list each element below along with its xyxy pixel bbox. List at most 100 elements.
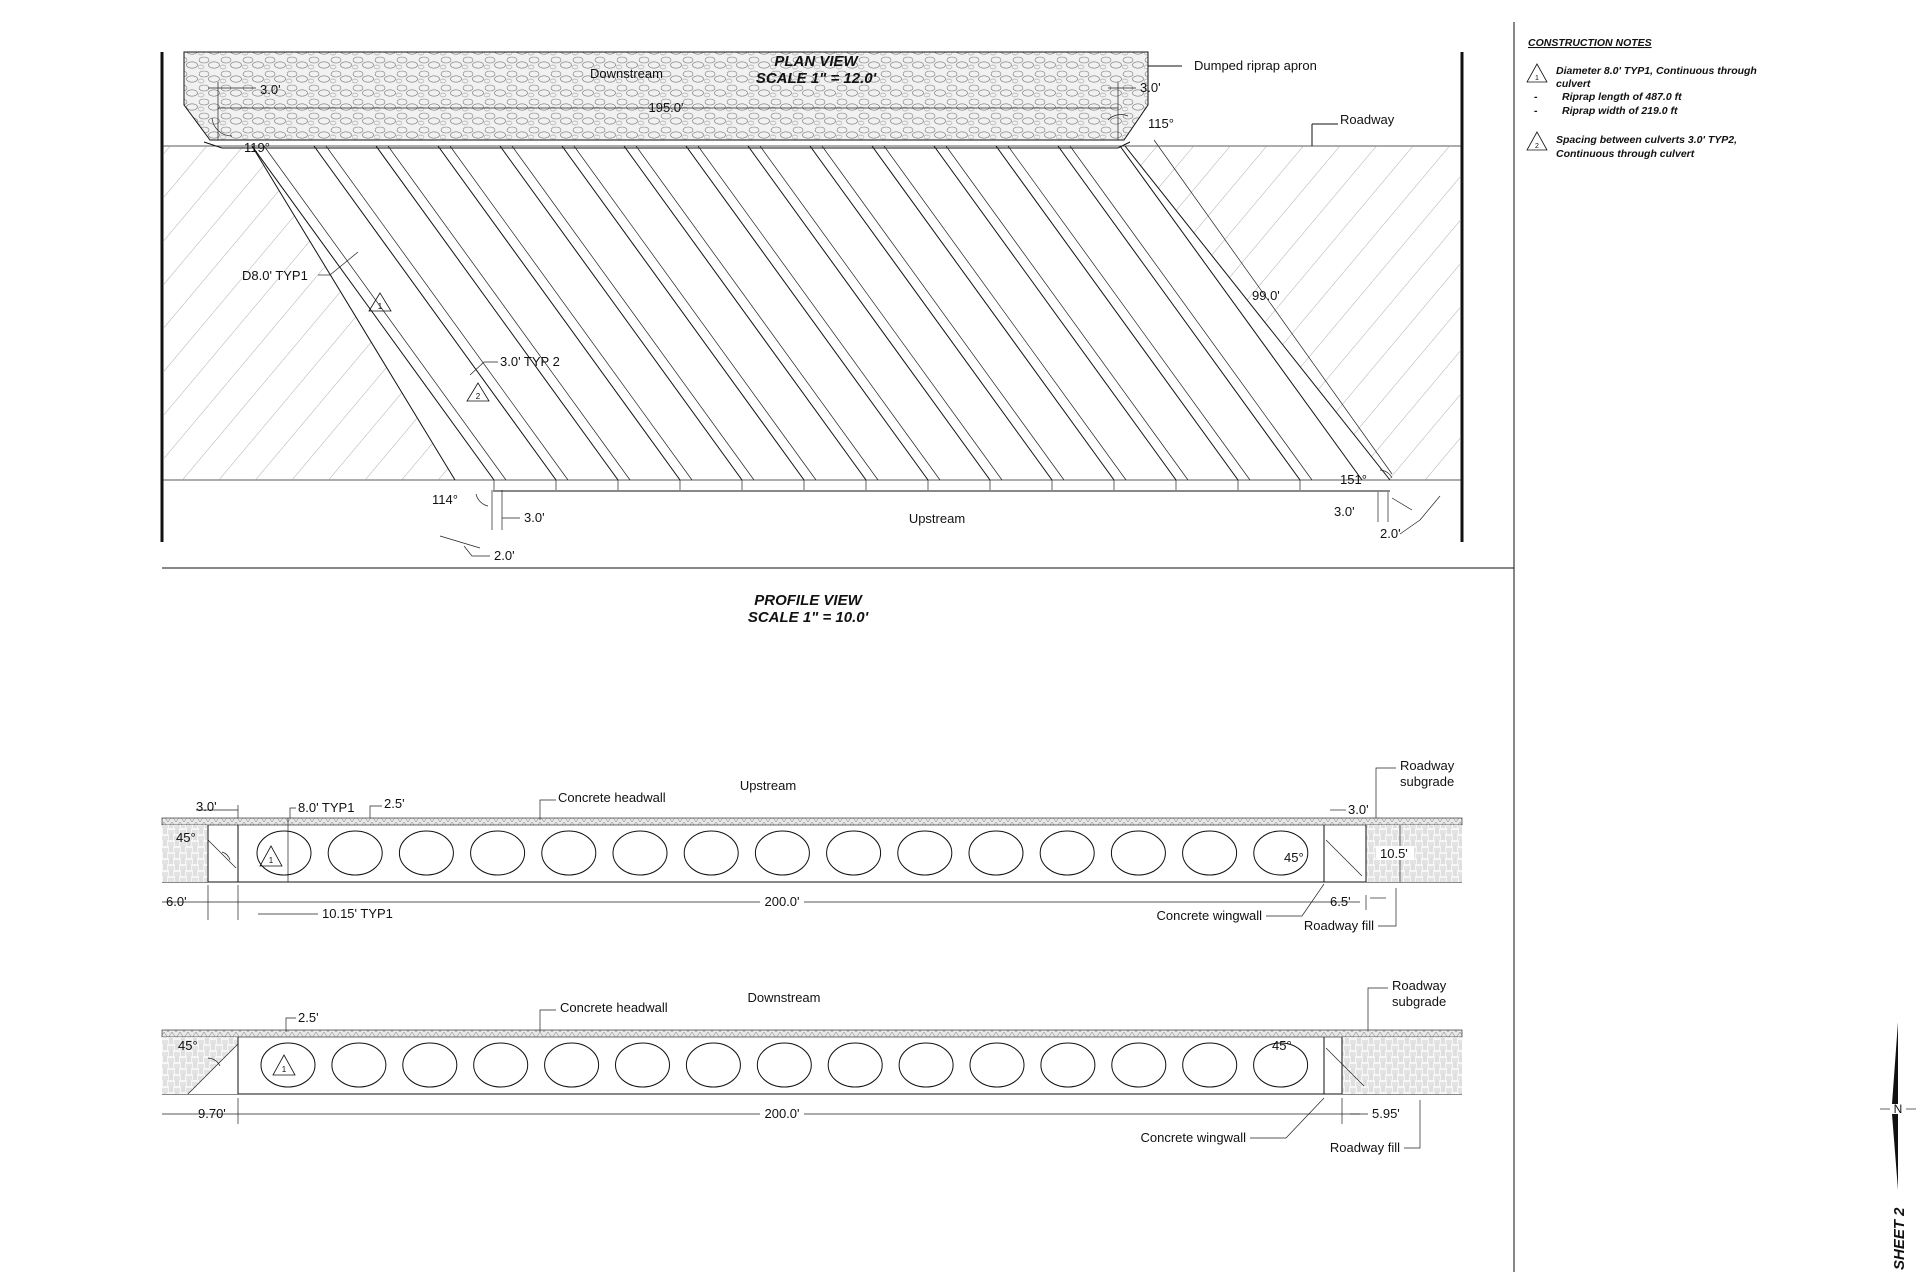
up-d-200: 200.0': [764, 894, 799, 909]
note-1-line-1: Diameter 8.0' TYP1, Continuous through: [1556, 65, 1757, 77]
culvert-oval: [1182, 1042, 1238, 1088]
barrel-edge: [995, 145, 1239, 481]
barrel-edge: [251, 145, 495, 481]
barrel-edge: [1057, 145, 1301, 481]
culvert-oval: [331, 1042, 387, 1088]
dim-top-right-3: 3.0': [1140, 80, 1161, 95]
up-fill: Roadway fill: [1304, 918, 1374, 933]
down-d-970: 9.70': [198, 1106, 226, 1121]
culvert-barrels: [251, 145, 1391, 490]
culvert-oval: [612, 830, 668, 876]
culvert-oval: [615, 1042, 670, 1088]
note-1-line-2: culvert: [1556, 78, 1591, 90]
sheet-label: SHEET 2: [1891, 1207, 1908, 1270]
culvert-oval: [1110, 830, 1166, 876]
dim-angle-151: 151°: [1340, 472, 1367, 487]
barrel-edge: [561, 145, 805, 481]
note-1-sub-2: Riprap width of 219.0 ft: [1562, 105, 1678, 117]
up-d-105: 10.5': [1380, 846, 1408, 861]
roadway-label: Roadway: [1340, 112, 1395, 127]
culvert-oval: [327, 830, 383, 876]
barrel-wall: [945, 145, 1189, 481]
barrel-wall: [325, 145, 569, 481]
up-wingwall: Concrete wingwall: [1157, 908, 1263, 923]
left-outer-edge: [251, 145, 456, 481]
barrel-wall: [387, 145, 631, 481]
up-d-65: 6.5': [1330, 894, 1351, 909]
notes-heading: CONSTRUCTION NOTES: [1528, 37, 1652, 49]
culvert-oval: [826, 830, 882, 876]
downstream-barrels: [260, 1042, 1309, 1088]
down-d-45l: 45°: [178, 1038, 198, 1053]
culvert-oval: [968, 830, 1024, 876]
upstream-barrels: [256, 830, 1309, 876]
north-arrow-icon: N: [1880, 1022, 1916, 1190]
up-label: Upstream: [740, 778, 796, 793]
down-wingwall: Concrete wingwall: [1141, 1130, 1247, 1145]
construction-notes: CONSTRUCTION NOTES 1 Diameter 8.0' TYP1,…: [1526, 37, 1757, 160]
riprap-apron: [183, 51, 1149, 141]
up-d-right3: 3.0': [1348, 802, 1369, 817]
barrel-edge: [871, 145, 1115, 481]
culvert-oval: [473, 1042, 529, 1088]
barrel-edge: [313, 145, 557, 481]
dim-angle-115: 115°: [1148, 116, 1174, 131]
right-outer-edge: [1124, 145, 1391, 481]
plan-upstream-label: Upstream: [909, 511, 965, 526]
plan-marker-1: 1: [378, 302, 383, 311]
culvert-oval: [402, 1042, 458, 1088]
north-label: N: [1894, 1102, 1903, 1116]
barrel-edge: [809, 145, 1053, 481]
barrel-wall: [573, 145, 817, 481]
barrel-wall: [1007, 145, 1251, 481]
profile-downstream: 1 Downstream 2.5' Concrete headwall 45° …: [161, 978, 1463, 1155]
dim-bot-right-3: 3.0': [1334, 504, 1355, 519]
culvert-oval: [1039, 830, 1095, 876]
down-subgrade-2: subgrade: [1392, 994, 1446, 1009]
note-2-line-2: Continuous through culvert: [1556, 148, 1695, 160]
barrel-wall: [697, 145, 941, 481]
barrel-edge: [375, 145, 619, 481]
dim-diameter: D8.0' TYP1: [242, 268, 308, 283]
plan-title: PLAN VIEW: [774, 53, 859, 70]
plan-scale: SCALE 1" = 12.0': [756, 70, 877, 87]
profile-scale: SCALE 1" = 10.0': [748, 609, 869, 626]
roadway-left-embankment: [164, 146, 455, 480]
culvert-oval: [541, 830, 597, 876]
barrel-edge: [933, 145, 1177, 481]
dim-bot-left-3: 3.0': [524, 510, 545, 525]
dim-195: 195.0': [648, 100, 683, 115]
down-d-200: 200.0': [764, 1106, 799, 1121]
up-d-45l: 45°: [176, 830, 196, 845]
dim-spacing: 3.0' TYP 2: [500, 354, 560, 369]
culvert-oval: [260, 1042, 316, 1088]
barrel-wall: [635, 145, 879, 481]
note-2-marker: 2: [1535, 143, 1539, 150]
roadway-right-embankment: [1125, 146, 1460, 480]
culvert-oval: [685, 1042, 741, 1088]
culvert-oval: [756, 1042, 812, 1088]
note-1-marker: 1: [1535, 75, 1539, 82]
culvert-oval: [1040, 1042, 1096, 1088]
dim-top-left-3: 3.0': [260, 82, 281, 97]
barrel-edge: [499, 145, 743, 481]
barrel-wall: [449, 145, 693, 481]
barrel-wall: [821, 145, 1065, 481]
up-subgrade-2: subgrade: [1400, 774, 1454, 789]
up-subgrade-1: Roadway: [1400, 758, 1455, 773]
culvert-oval: [827, 1042, 883, 1088]
up-d-25: 2.5': [384, 796, 405, 811]
culvert-oval: [1182, 830, 1238, 876]
culvert-oval: [256, 830, 312, 876]
down-d-45r: 45°: [1272, 1038, 1292, 1053]
culvert-oval: [1253, 830, 1309, 876]
note-1-sub-1: Riprap length of 487.0 ft: [1562, 91, 1682, 103]
barrel-wall: [1069, 145, 1313, 481]
up-marker-1: 1: [269, 856, 274, 865]
down-headwall: Concrete headwall: [560, 1000, 668, 1015]
profile-upstream: 1 Upstream 3.0' 8.0' TYP1 2.5' Concrete …: [161, 758, 1463, 933]
down-subgrade-1: Roadway: [1392, 978, 1447, 993]
culvert-oval: [398, 830, 454, 876]
culvert-oval: [544, 1042, 600, 1088]
dim-bot-left-2: 2.0': [494, 548, 515, 563]
